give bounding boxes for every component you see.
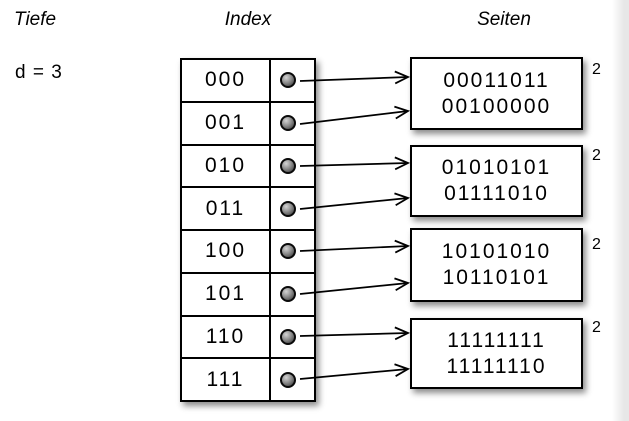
arrow-111-to-page-4 xyxy=(299,369,408,380)
pointer-dot-icon xyxy=(280,72,296,89)
pointer-dot-icon xyxy=(280,115,296,132)
page-box-3: 10101010 10110101 xyxy=(410,228,583,302)
arrow-110-to-page-4 xyxy=(299,333,408,336)
pointer-cell xyxy=(271,231,314,272)
page-entry: 00011011 xyxy=(443,68,550,92)
local-depth-page-3: 2 xyxy=(592,236,601,253)
arrow-101-to-page-3 xyxy=(299,283,408,295)
index-row-011: 011 xyxy=(182,188,314,231)
index-table: 000 001 010 011 100 101 110 111 xyxy=(180,58,316,402)
index-row-010: 010 xyxy=(182,145,314,189)
index-row-label: 000 xyxy=(182,60,271,101)
index-row-000: 000 xyxy=(182,60,314,103)
pointer-dot-icon xyxy=(280,328,296,345)
index-row-label: 010 xyxy=(182,145,271,187)
pointer-dot-icon xyxy=(280,200,296,217)
pointer-cell xyxy=(271,103,314,144)
page-box-2: 01010101 01111010 xyxy=(410,145,583,217)
index-column-title: Index xyxy=(224,9,272,30)
depth-column-title: Tiefe xyxy=(14,9,57,30)
index-row-label: 101 xyxy=(182,273,271,315)
pointer-dot-icon xyxy=(280,286,296,303)
pointer-cell xyxy=(271,146,314,187)
index-row-label: 111 xyxy=(182,359,271,400)
pointer-dot-icon xyxy=(280,371,296,388)
page-entry: 11111110 xyxy=(446,354,547,378)
page-entry: 10101010 xyxy=(441,240,552,263)
arrow-001-to-page-1 xyxy=(299,111,408,125)
page-entry: 10110101 xyxy=(442,266,551,289)
index-row-label: 110 xyxy=(182,316,271,358)
arrow-010-to-page-2 xyxy=(299,163,408,166)
global-depth-value: d = 3 xyxy=(15,62,63,83)
right-margin-strip xyxy=(612,0,629,421)
page-entry: 01111010 xyxy=(444,182,549,205)
index-row-101: 101 xyxy=(182,273,314,317)
index-row-111: 111 xyxy=(182,359,314,400)
pointer-cell xyxy=(271,188,314,229)
arrow-011-to-page-2 xyxy=(299,198,408,210)
index-row-label: 100 xyxy=(182,231,271,272)
arrow-000-to-page-1 xyxy=(299,77,408,81)
arrow-100-to-page-3 xyxy=(299,246,408,251)
page-box-1: 00011011 00100000 xyxy=(410,57,583,130)
pointer-cell xyxy=(271,359,314,400)
index-row-001: 001 xyxy=(182,102,314,146)
pointer-cell xyxy=(271,317,314,358)
local-depth-page-2: 2 xyxy=(592,147,601,164)
pointer-dot-icon xyxy=(280,243,296,260)
pointer-dot-icon xyxy=(280,157,296,174)
page-box-4: 11111111 11111110 xyxy=(410,318,583,389)
index-row-label: 001 xyxy=(182,102,271,144)
local-depth-page-1: 2 xyxy=(592,61,601,78)
local-depth-page-4: 2 xyxy=(592,319,601,336)
pages-column-title: Seiten xyxy=(477,9,531,30)
page-entry: 01010101 xyxy=(441,156,552,179)
pointer-cell xyxy=(271,60,314,101)
index-row-110: 110 xyxy=(182,316,314,360)
pointer-cell xyxy=(271,274,314,315)
index-row-label: 011 xyxy=(182,188,271,229)
page-entry: 00100000 xyxy=(441,94,552,118)
page-entry: 11111111 xyxy=(447,328,546,352)
index-row-100: 100 xyxy=(182,231,314,274)
